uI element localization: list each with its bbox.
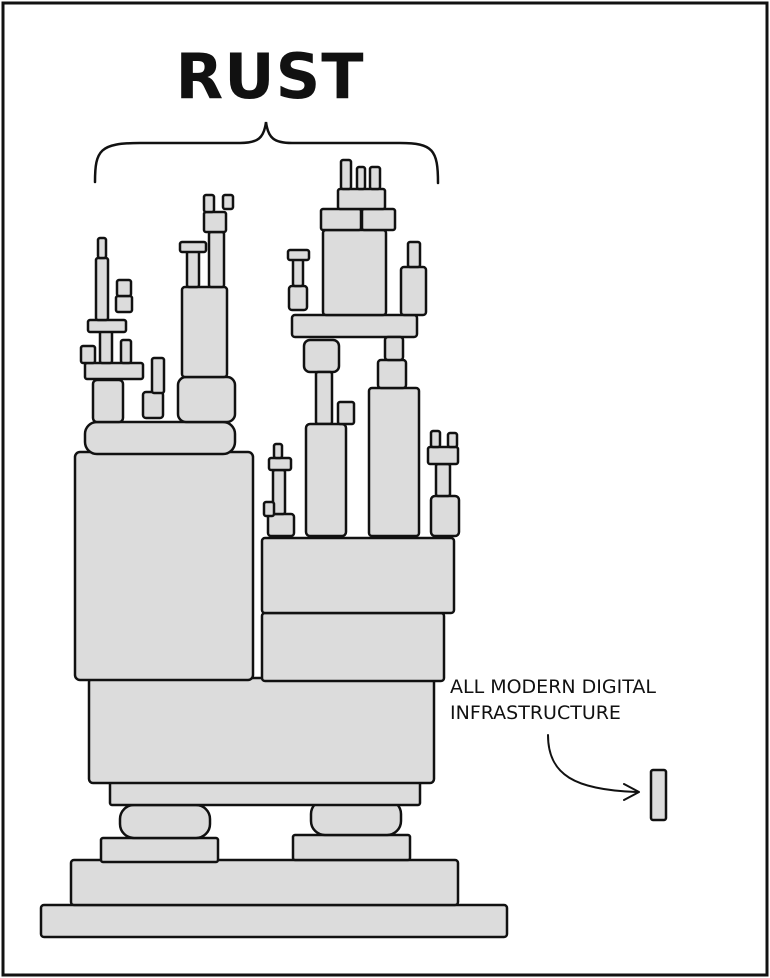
center-left-tip-a xyxy=(202,193,216,214)
left-peg-c xyxy=(119,338,133,365)
right-side-tip-a xyxy=(429,429,442,449)
right-tall-column xyxy=(367,386,421,538)
top-left-peg xyxy=(287,284,309,312)
left-mast xyxy=(94,256,110,322)
left-peg-b xyxy=(98,328,114,365)
tiny-infrastructure-block xyxy=(649,768,668,822)
left-stub-b xyxy=(141,390,165,420)
right-mid-knob xyxy=(302,338,341,374)
top-antenna-b xyxy=(355,165,367,191)
base-foot-left xyxy=(99,836,220,864)
right-side-base xyxy=(429,494,461,538)
left-mast-top xyxy=(96,236,108,260)
base-roll-left xyxy=(118,803,212,840)
right-block-lower xyxy=(260,611,446,683)
pointer-arrowhead xyxy=(623,783,640,801)
base-layer-2 xyxy=(69,858,460,907)
right-mid-column xyxy=(304,422,348,538)
top-ledge-b xyxy=(360,207,397,232)
comic-title: RUST xyxy=(175,40,365,113)
top-left-peg-cap xyxy=(286,248,311,262)
top-shelf xyxy=(290,313,419,339)
center-left-pin-a xyxy=(185,248,201,289)
top-side-tip xyxy=(406,240,422,269)
right-side-stem xyxy=(434,462,452,498)
top-antenna-c xyxy=(368,165,382,191)
center-left-base xyxy=(176,375,237,424)
right-side-cap xyxy=(426,445,460,466)
center-left-box xyxy=(202,210,228,234)
top-crown xyxy=(336,187,387,211)
base-slab xyxy=(39,903,509,939)
side-stack-base xyxy=(266,512,296,538)
top-body xyxy=(321,228,388,317)
right-tall-head xyxy=(383,335,405,362)
left-peg-a xyxy=(79,344,97,365)
right-mid-tip xyxy=(336,400,356,426)
left-peg-e xyxy=(115,278,133,298)
side-stack-cap xyxy=(267,456,293,472)
center-left-pin-b xyxy=(207,230,226,289)
top-antenna-a xyxy=(339,158,353,191)
left-stub-c xyxy=(150,356,166,395)
caption-line-1: ALL MODERN DIGITAL xyxy=(450,676,656,698)
infrastructure-caption: ALL MODERN DIGITAL INFRASTRUCTURE xyxy=(450,674,690,726)
left-peg-d xyxy=(114,294,134,314)
block-tower xyxy=(39,158,668,939)
center-left-column xyxy=(180,285,229,379)
right-block-upper xyxy=(260,536,456,615)
center-left-pin-cap xyxy=(178,240,208,254)
right-mid-stem xyxy=(314,370,334,426)
right-side-tip-b xyxy=(446,431,459,449)
center-left-tip-b xyxy=(221,193,235,211)
top-ledge-a xyxy=(319,207,363,232)
base-foot-right xyxy=(291,833,412,862)
left-cap xyxy=(83,420,237,456)
left-shelf xyxy=(83,361,145,381)
curly-brace xyxy=(93,121,440,185)
top-side-stub xyxy=(399,265,428,317)
caption-line-2: INFRASTRUCTURE xyxy=(450,702,621,724)
top-left-peg-stem xyxy=(291,256,305,288)
side-stack-peg xyxy=(262,500,276,518)
left-stub-a xyxy=(91,378,125,424)
pointer-arrow xyxy=(547,734,638,793)
right-tall-neck xyxy=(376,358,408,390)
left-big-block xyxy=(73,450,255,682)
side-stack-tip xyxy=(272,442,284,460)
left-shelf-2 xyxy=(86,318,128,334)
middle-slab xyxy=(87,676,436,785)
